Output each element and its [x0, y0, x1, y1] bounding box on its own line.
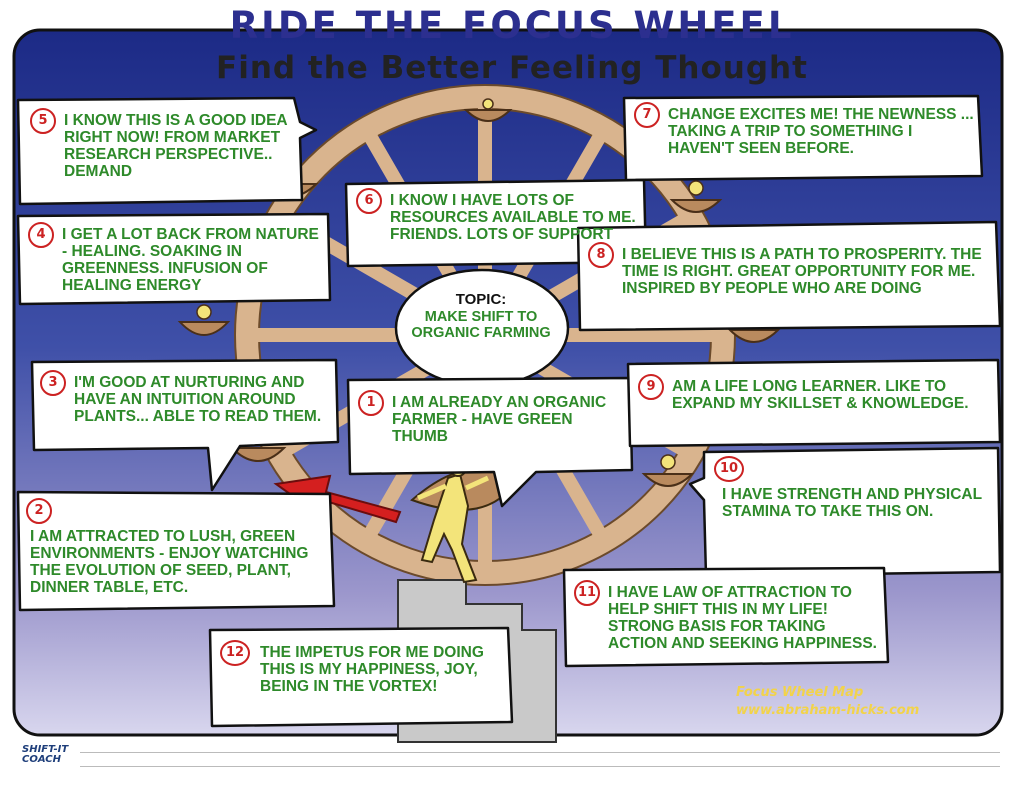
- thought-number: 9: [638, 374, 664, 400]
- thought-text: I AM ATTRACTED TO LUSH, GREEN ENVIRONMEN…: [30, 528, 309, 596]
- thought-number: 1: [358, 390, 384, 416]
- thought-10: 10 I HAVE STRENGTH AND PHYSICAL STAMINA …: [714, 456, 996, 520]
- thought-9: 9 AM A LIFE LONG LEARNER. LIKE TO EXPAND…: [638, 374, 996, 412]
- thought-number: 8: [588, 242, 614, 268]
- thought-text: I BELIEVE THIS IS A PATH TO PROSPERITY. …: [622, 246, 982, 297]
- thought-text: I KNOW I HAVE LOTS OF RESOURCES AVAILABL…: [390, 192, 636, 243]
- logo-line2: COACH: [22, 754, 61, 765]
- thought-number: 11: [574, 580, 600, 606]
- thought-text: I HAVE STRENGTH AND PHYSICAL STAMINA TO …: [722, 486, 982, 520]
- thought-text: I AM ALREADY AN ORGANIC FARMER - HAVE GR…: [392, 394, 607, 445]
- topic-heading: TOPIC:: [455, 291, 507, 308]
- thought-number: 10: [714, 456, 744, 482]
- thought-text: I HAVE LAW OF ATTRACTION TO HELP SHIFT T…: [608, 584, 877, 652]
- thought-8: 8 I BELIEVE THIS IS A PATH TO PROSPERITY…: [588, 242, 994, 297]
- credit-url: www.abraham-hicks.com: [736, 703, 920, 718]
- bubble-outline-10: [688, 446, 1002, 578]
- speech-bubbles: [16, 94, 1002, 728]
- bubble-outline-12: [208, 626, 514, 728]
- thought-number: 4: [28, 222, 54, 248]
- thought-text: I'M GOOD AT NURTURING AND HAVE AN INTUIT…: [74, 374, 322, 425]
- thought-number: 2: [26, 498, 52, 524]
- thought-5: 5 I KNOW THIS IS A GOOD IDEA RIGHT NOW! …: [30, 108, 298, 180]
- topic-label: TOPIC: MAKE SHIFT TO ORGANIC FARMING: [406, 291, 556, 342]
- page-subtitle: Find the Better Feeling Thought: [216, 50, 808, 86]
- bubble-outline-8: [576, 220, 1002, 332]
- thought-number: 6: [356, 188, 382, 214]
- thought-number: 12: [220, 640, 250, 666]
- thought-12: 12 THE IMPETUS FOR ME DOING THIS IS MY H…: [220, 640, 506, 695]
- bubble-outline-2: [16, 490, 336, 612]
- page-title: RIDE THE FOCUS WHEEL: [229, 4, 795, 47]
- credit-title: Focus Wheel Map: [736, 685, 864, 700]
- thought-text: AM A LIFE LONG LEARNER. LIKE TO EXPAND M…: [672, 378, 969, 412]
- bubble-outline-5: [16, 96, 318, 206]
- shift-it-coach-logo: SHIFT-IT COACH: [22, 745, 70, 765]
- footer-rule: [80, 752, 1000, 753]
- thought-text: I GET A LOT BACK FROM NATURE - HEALING. …: [62, 226, 319, 294]
- thought-number: 5: [30, 108, 56, 134]
- topic-text: MAKE SHIFT TO ORGANIC FARMING: [411, 309, 551, 341]
- bubble-outline-4: [16, 212, 332, 306]
- logo-line1: SHIFT-IT: [22, 744, 69, 755]
- footer-rule: [80, 766, 1000, 767]
- thought-7: 7 CHANGE EXCITES ME! THE NEWNESS ... TAK…: [634, 102, 974, 157]
- thought-2: 2 I AM ATTRACTED TO LUSH, GREEN ENVIRONM…: [26, 498, 328, 596]
- credit-block: Focus Wheel Map www.abraham-hicks.com: [736, 684, 966, 720]
- thought-text: I KNOW THIS IS A GOOD IDEA RIGHT NOW! FR…: [64, 112, 288, 180]
- thought-4: 4 I GET A LOT BACK FROM NATURE - HEALING…: [28, 222, 326, 294]
- thought-text: CHANGE EXCITES ME! THE NEWNESS ... TAKIN…: [668, 106, 974, 157]
- bubble-outline-9: [626, 358, 1002, 448]
- thought-6: 6 I KNOW I HAVE LOTS OF RESOURCES AVAILA…: [356, 188, 642, 243]
- thought-11: 11 I HAVE LAW OF ATTRACTION TO HELP SHIF…: [574, 580, 884, 652]
- bubble-outline-11: [562, 566, 890, 668]
- thought-number: 7: [634, 102, 660, 128]
- thought-number: 3: [40, 370, 66, 396]
- bubble-outline-7: [622, 94, 984, 182]
- thought-3: 3 I'M GOOD AT NURTURING AND HAVE AN INTU…: [40, 370, 334, 425]
- bubble-outline-3: [30, 358, 340, 492]
- thought-1: 1 I AM ALREADY AN ORGANIC FARMER - HAVE …: [358, 390, 628, 445]
- thought-text: THE IMPETUS FOR ME DOING THIS IS MY HAPP…: [260, 644, 484, 695]
